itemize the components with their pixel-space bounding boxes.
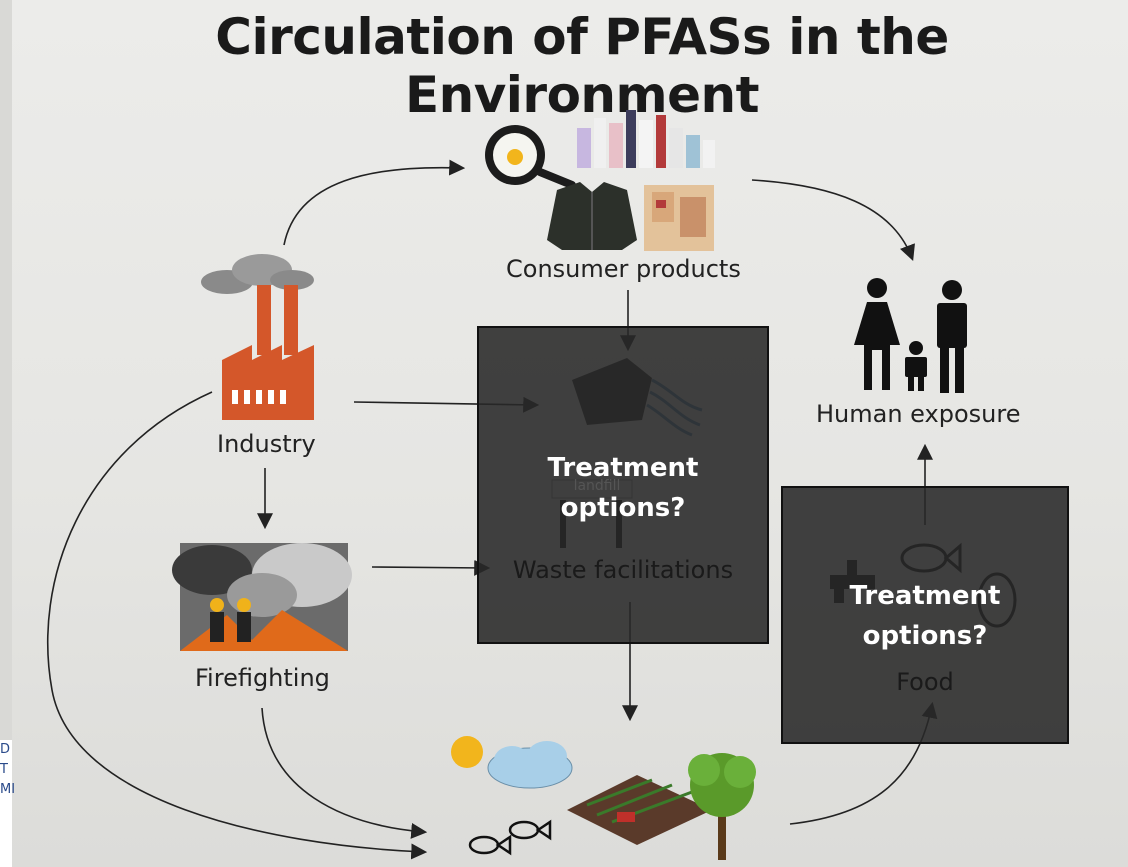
arrow-firefighting-to-waste: [371, 559, 491, 576]
jacket-icon: [547, 182, 637, 250]
arrow-industry-to-consumer: [283, 159, 466, 246]
edge-fragment-2: T: [0, 762, 8, 777]
firefighting-photo: [172, 543, 352, 651]
farmland-icon: [567, 775, 712, 845]
slide-title: Circulation of PFASs in the Environment: [215, 8, 949, 124]
bottles-icon: [577, 110, 715, 168]
waste-treatment-line2: options?: [560, 493, 686, 523]
arrow-industry-to-environment: [46, 391, 428, 860]
edge-fragment-3: MI: [0, 782, 16, 797]
food-treatment-line2: options?: [862, 621, 988, 651]
sun-icon: [451, 736, 483, 768]
factory-icon: [201, 254, 314, 420]
human-exposure-label: Human exposure: [816, 400, 1021, 428]
arrow-firefighting-to-environment: [261, 707, 428, 839]
slide: Circulation of PFASs in the Environment: [12, 0, 1128, 867]
fish-icon-right: [508, 819, 552, 841]
fish-icon-left: [468, 834, 512, 856]
food-treatment-box: Treatment options? Food: [781, 486, 1069, 744]
arrow-consumer-to-human: [751, 179, 915, 261]
tree-icon: [688, 753, 756, 860]
food-treatment-line1: Treatment: [849, 581, 1001, 611]
industry-label: Industry: [217, 430, 316, 458]
food-treatment-heading: Treatment options?: [783, 576, 1067, 656]
food-packaging-icon: [644, 185, 714, 251]
waste-facilitations-label: Waste facilitations: [512, 556, 734, 584]
waste-treatment-line1: Treatment: [547, 453, 699, 483]
edge-logo-fragment: D T MI: [0, 740, 16, 867]
consumer-products-label: Consumer products: [506, 255, 741, 283]
frying-pan-icon: [485, 125, 576, 189]
waste-treatment-box: Treatment options? landfill Waste facili…: [477, 326, 769, 644]
edge-fragment-1: D: [0, 742, 11, 757]
cloud-icon: [487, 741, 573, 789]
landfill-label: landfill: [573, 478, 621, 494]
food-label: Food: [896, 668, 954, 696]
waste-treatment-heading: Treatment options?: [479, 448, 767, 528]
family-icon: [854, 278, 967, 393]
firefighting-label: Firefighting: [195, 664, 330, 692]
